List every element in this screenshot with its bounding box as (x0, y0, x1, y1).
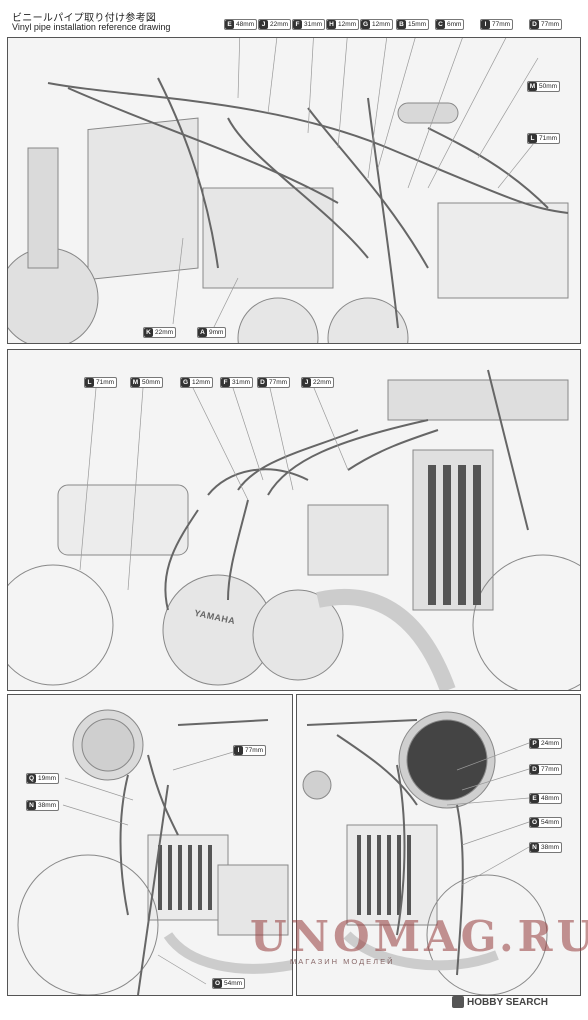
watermark-main: UNOMAG.RU (250, 912, 588, 961)
footer-brand: HOBBY SEARCH (452, 996, 548, 1008)
title-english: Vinyl pipe installation reference drawin… (12, 22, 171, 32)
panel-top-overview (7, 37, 581, 344)
title-japanese: ビニールパイプ取り付け参考図 (12, 13, 157, 24)
drawing-top (8, 38, 580, 343)
drawing-side (8, 350, 580, 690)
watermark-sub: МАГАЗИН МОДЕЛЕЙ (290, 957, 395, 966)
panel-front-left (7, 694, 293, 996)
footer-brand-text: HOBBY SEARCH (467, 996, 548, 1008)
hobby-search-logo-icon (452, 996, 464, 1008)
panel-side-view: YAMAHA (7, 349, 581, 691)
